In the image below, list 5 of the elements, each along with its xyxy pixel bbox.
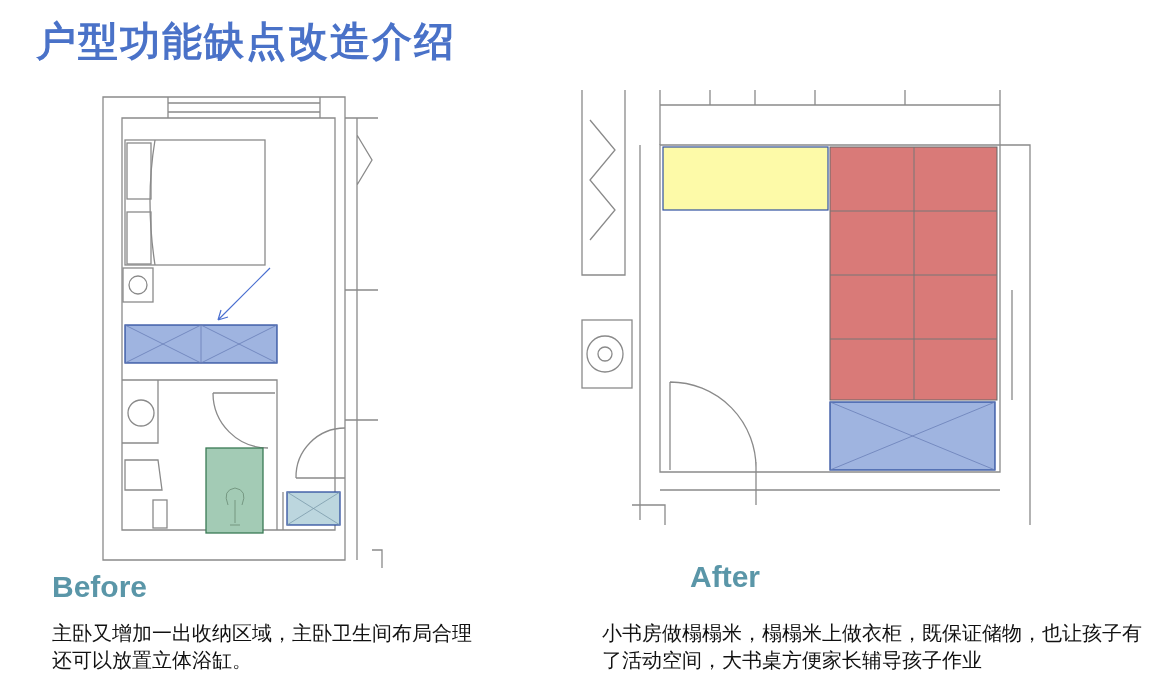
section-heading: Before [52,570,148,604]
description-text: 小书房做榻榻米，榻榻米上做衣柜，既保证储物，也让孩子有了活动空间，大书桌方便家长辅导孩子作业 [602,620,1143,674]
page-title: 户型功能缺点改造介绍 [36,17,456,66]
section-heading: After [690,560,760,594]
description-text: 主卧又增加一出收纳区域，主卧卫生间布局合理还可以放置立体浴缸。 [52,620,473,674]
